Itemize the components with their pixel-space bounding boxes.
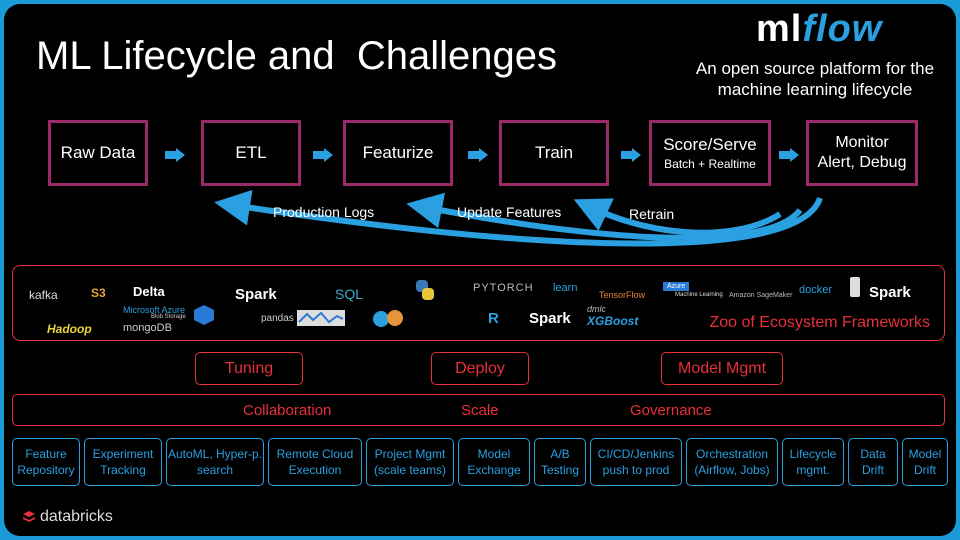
- stage-etl: ETL: [201, 120, 301, 186]
- arrow-right-icon: [779, 148, 799, 162]
- slide-frame: [4, 4, 956, 536]
- stage-train: Train: [499, 120, 609, 186]
- stage-sublabel: Batch + Realtime: [664, 157, 756, 171]
- mlflow-tagline: An open source platform for the machine …: [695, 59, 935, 99]
- pytorch-logo: PYTORCH: [473, 282, 534, 294]
- capability-deploy: Deploy: [431, 352, 529, 385]
- stage-raw-data: Raw Data: [48, 120, 148, 186]
- r-logo: R: [488, 310, 499, 327]
- stage-score-serve: Score/Serve Batch + Realtime: [649, 120, 771, 186]
- blob-storage-logo: Blob Storage: [151, 314, 186, 320]
- azure-logo: Microsoft Azure: [123, 305, 186, 315]
- challenge-data-drift: Data Drift: [848, 438, 898, 486]
- pandas-logo: pandas: [261, 313, 294, 324]
- stage-featurize: Featurize: [343, 120, 453, 186]
- stage-label: Featurize: [362, 143, 434, 162]
- collaboration-scale-governance-bar: Collaboration Scale Governance: [12, 394, 945, 426]
- dmlc-logo: dmlc: [587, 304, 607, 314]
- spark-logo: Spark: [235, 286, 277, 303]
- mlflow-logo: mlflow: [756, 8, 882, 51]
- challenge-model-exchange: Model Exchange: [458, 438, 530, 486]
- feedback-label-update-features: Update Features: [457, 204, 562, 220]
- bar-label-governance: Governance: [630, 402, 712, 419]
- stage-label: Score/Serve: [663, 135, 757, 154]
- kafka-logo: kafka: [29, 288, 58, 302]
- challenge-project-mgmt: Project Mgmt (scale teams): [366, 438, 454, 486]
- ecosystem-label: Zoo of Ecosystem Frameworks: [709, 314, 931, 331]
- stage-label: ETL: [235, 143, 267, 162]
- delta-logo: Delta: [133, 284, 165, 299]
- feedback-label-production-logs: Production Logs: [273, 204, 375, 220]
- tensorflow-logo: TensorFlow: [599, 290, 646, 300]
- challenge-cicd: CI/CD/Jenkins push to prod: [590, 438, 682, 486]
- hadoop-logo: Hadoop: [47, 322, 92, 336]
- databricks-logo: databricks: [22, 508, 113, 526]
- azure-ml-logo: Azure: [663, 282, 690, 291]
- mlflow-logo-flow: flow: [802, 8, 883, 50]
- spark-logo: Spark: [869, 284, 911, 301]
- sql-logo: SQL: [335, 286, 364, 302]
- bar-label-scale: Scale: [461, 402, 499, 419]
- arrow-right-icon: [313, 148, 333, 162]
- arrow-right-icon: [165, 148, 185, 162]
- feedback-label-retrain: Retrain: [629, 206, 675, 222]
- python-icon: [416, 280, 434, 300]
- bar-label-collaboration: Collaboration: [243, 402, 332, 419]
- azure-blob-icon: [194, 305, 214, 325]
- stage-label: Monitor: [835, 134, 889, 151]
- challenge-orchestration: Orchestration (Airflow, Jobs): [686, 438, 778, 486]
- databricks-wordmark: databricks: [40, 508, 113, 525]
- challenge-automl: AutoML, Hyper-p. search: [166, 438, 264, 486]
- databricks-icon: [23, 511, 35, 522]
- mlflow-logo-ml: ml: [756, 8, 803, 50]
- stage-label: Train: [534, 143, 574, 162]
- challenge-ab-testing: A/B Testing: [534, 438, 586, 486]
- mobile-icon: [850, 277, 860, 297]
- capability-tuning: Tuning: [195, 352, 303, 385]
- stage-label: Raw Data: [60, 143, 136, 162]
- stage-monitor: Monitor Alert, Debug: [806, 120, 918, 186]
- ecosystem-frameworks-panel: kafka S3 Delta Microsoft Azure Blob Stor…: [12, 265, 945, 341]
- stage-sublabel: Alert, Debug: [817, 154, 907, 171]
- challenge-feature-repository: Feature Repository: [12, 438, 80, 486]
- mongodb-logo: mongoDB: [123, 322, 172, 334]
- challenge-model-drift: Model Drift: [902, 438, 948, 486]
- docker-logo: docker: [799, 284, 833, 296]
- challenge-remote-cloud: Remote Cloud Execution: [268, 438, 362, 486]
- slide-title: ML Lifecycle and Challenges: [36, 34, 558, 78]
- matplotlib-icon: [297, 310, 345, 326]
- sklearn-logo: learn: [553, 282, 578, 294]
- azure-ml-sublabel: Machine Learning: [675, 292, 723, 298]
- xgboost-logo: XGBoost: [587, 314, 639, 328]
- arrow-right-icon: [468, 148, 488, 162]
- challenge-experiment-tracking: Experiment Tracking: [84, 438, 162, 486]
- s3-logo: S3: [91, 286, 106, 300]
- capability-model-mgmt: Model Mgmt: [661, 352, 783, 385]
- sagemaker-logo: Amazon SageMaker: [729, 292, 793, 299]
- spark-logo: Spark: [529, 310, 571, 327]
- sklearn-icon: [373, 310, 403, 327]
- challenge-lifecycle-mgmt: Lifecycle mgmt.: [782, 438, 844, 486]
- arrow-right-icon: [621, 148, 641, 162]
